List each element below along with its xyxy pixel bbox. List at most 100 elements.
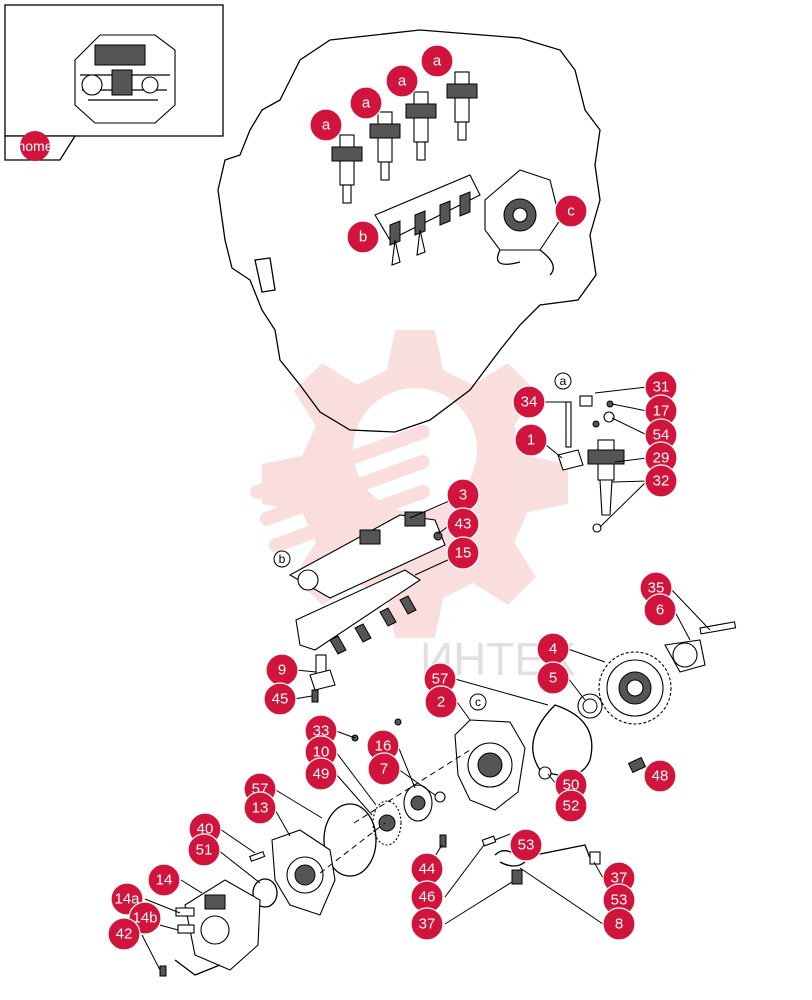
- callout-14[interactable]: 14: [147, 863, 181, 897]
- svg-text:14b: 14b: [132, 910, 157, 927]
- engine-block-detail: [254, 257, 276, 293]
- svg-text:c: c: [475, 695, 481, 709]
- callout-53-upper[interactable]: 53: [509, 828, 543, 862]
- svg-text:2: 2: [437, 694, 445, 711]
- svg-text:52: 52: [563, 798, 580, 815]
- svg-text:44: 44: [419, 861, 436, 878]
- svg-text:45: 45: [272, 691, 289, 708]
- home-label: home: [17, 138, 52, 154]
- callout-a-3[interactable]: a: [385, 64, 419, 98]
- svg-text:a: a: [362, 95, 371, 112]
- svg-text:13: 13: [252, 800, 269, 817]
- svg-text:1: 1: [527, 432, 535, 449]
- callout-45[interactable]: 45: [263, 682, 297, 716]
- callout-c[interactable]: c: [554, 194, 588, 228]
- callout-29[interactable]: 29: [644, 441, 678, 475]
- svg-text:29: 29: [653, 450, 670, 467]
- svg-text:a: a: [322, 117, 331, 134]
- high-pressure-pump-detail: [159, 879, 261, 977]
- callout-9[interactable]: 9: [265, 653, 299, 687]
- svg-text:49: 49: [313, 766, 330, 783]
- callout-b[interactable]: b: [346, 220, 380, 254]
- callout-3[interactable]: 3: [446, 478, 480, 512]
- svg-text:16: 16: [375, 738, 392, 755]
- svg-text:46: 46: [419, 889, 436, 906]
- callout-8[interactable]: 8: [602, 907, 636, 941]
- callout-a-1[interactable]: a: [309, 108, 343, 142]
- svg-text:9: 9: [278, 662, 286, 679]
- thumbnail-panel[interactable]: home: [4, 4, 224, 161]
- fuel-rail-on-engine: [374, 174, 481, 266]
- svg-text:37: 37: [611, 870, 628, 887]
- view-label-c: c: [469, 693, 487, 711]
- svg-text:57: 57: [432, 671, 449, 688]
- svg-text:5: 5: [549, 670, 557, 687]
- watermark-gear-logo: [250, 330, 568, 638]
- svg-text:51: 51: [196, 842, 213, 859]
- svg-text:32: 32: [653, 473, 670, 490]
- svg-text:53: 53: [611, 892, 628, 909]
- svg-text:54: 54: [653, 427, 670, 444]
- callout-48[interactable]: 48: [643, 759, 677, 793]
- callout-5[interactable]: 5: [536, 661, 570, 695]
- svg-text:c: c: [567, 203, 575, 220]
- engine-block-outline: [217, 29, 601, 433]
- leader-lines: [141, 386, 711, 971]
- callout-32[interactable]: 32: [644, 464, 678, 498]
- callout-6[interactable]: 6: [643, 593, 677, 627]
- callout-44[interactable]: 44: [410, 852, 444, 886]
- view-label-a: a: [554, 372, 572, 390]
- svg-text:43: 43: [455, 516, 472, 533]
- callout-31[interactable]: 31: [644, 370, 678, 404]
- callout-51[interactable]: 51: [187, 833, 221, 867]
- callout-52[interactable]: 52: [554, 789, 588, 823]
- svg-text:53: 53: [518, 837, 535, 854]
- svg-text:14a: 14a: [114, 891, 140, 908]
- svg-text:7: 7: [380, 761, 388, 778]
- seals-and-bearings: [323, 718, 446, 877]
- home-button[interactable]: home: [17, 131, 53, 161]
- callout-7[interactable]: 7: [367, 752, 401, 786]
- callout-2[interactable]: 2: [424, 685, 458, 719]
- callout-13[interactable]: 13: [243, 791, 277, 825]
- svg-text:8: 8: [615, 916, 623, 933]
- svg-text:34: 34: [521, 394, 538, 411]
- callout-a-2[interactable]: a: [349, 86, 383, 120]
- callout-53-lower[interactable]: 53: [602, 883, 636, 917]
- svg-text:31: 31: [653, 379, 670, 396]
- svg-text:b: b: [279, 552, 286, 566]
- engine-thumbnail-image: [74, 34, 176, 124]
- callout-37-left[interactable]: 37: [410, 907, 444, 941]
- pump-housing-detail: [454, 704, 593, 811]
- svg-text:4: 4: [549, 641, 557, 658]
- fuel-pump-on-engine: [484, 169, 561, 276]
- fuel-rail-detail: [288, 511, 446, 703]
- svg-text:42: 42: [116, 926, 133, 943]
- callout-49[interactable]: 49: [304, 757, 338, 791]
- injector-detail: [557, 395, 625, 533]
- svg-text:a: a: [433, 53, 442, 70]
- svg-text:3: 3: [459, 487, 467, 504]
- svg-text:6: 6: [656, 602, 664, 619]
- svg-text:37: 37: [419, 916, 436, 933]
- svg-text:15: 15: [455, 545, 472, 562]
- injector-group-on-engine: [331, 71, 478, 204]
- callout-4[interactable]: 4: [536, 632, 570, 666]
- callout-43[interactable]: 43: [446, 507, 480, 541]
- svg-text:17: 17: [653, 403, 670, 420]
- view-label-b: b: [273, 550, 291, 568]
- svg-text:a: a: [560, 374, 567, 388]
- callout-34[interactable]: 34: [512, 385, 546, 419]
- callout-15[interactable]: 15: [446, 536, 480, 570]
- svg-text:48: 48: [652, 768, 669, 785]
- callout-1[interactable]: 1: [514, 423, 548, 457]
- callout-42[interactable]: 42: [107, 917, 141, 951]
- svg-text:33: 33: [313, 723, 330, 740]
- svg-text:10: 10: [313, 744, 330, 761]
- callout-a-4[interactable]: a: [420, 44, 454, 78]
- callout-46[interactable]: 46: [410, 880, 444, 914]
- rear-flange-detail: [249, 829, 336, 916]
- callout-54[interactable]: 54: [644, 418, 678, 452]
- pump-gear-detail: [577, 621, 737, 774]
